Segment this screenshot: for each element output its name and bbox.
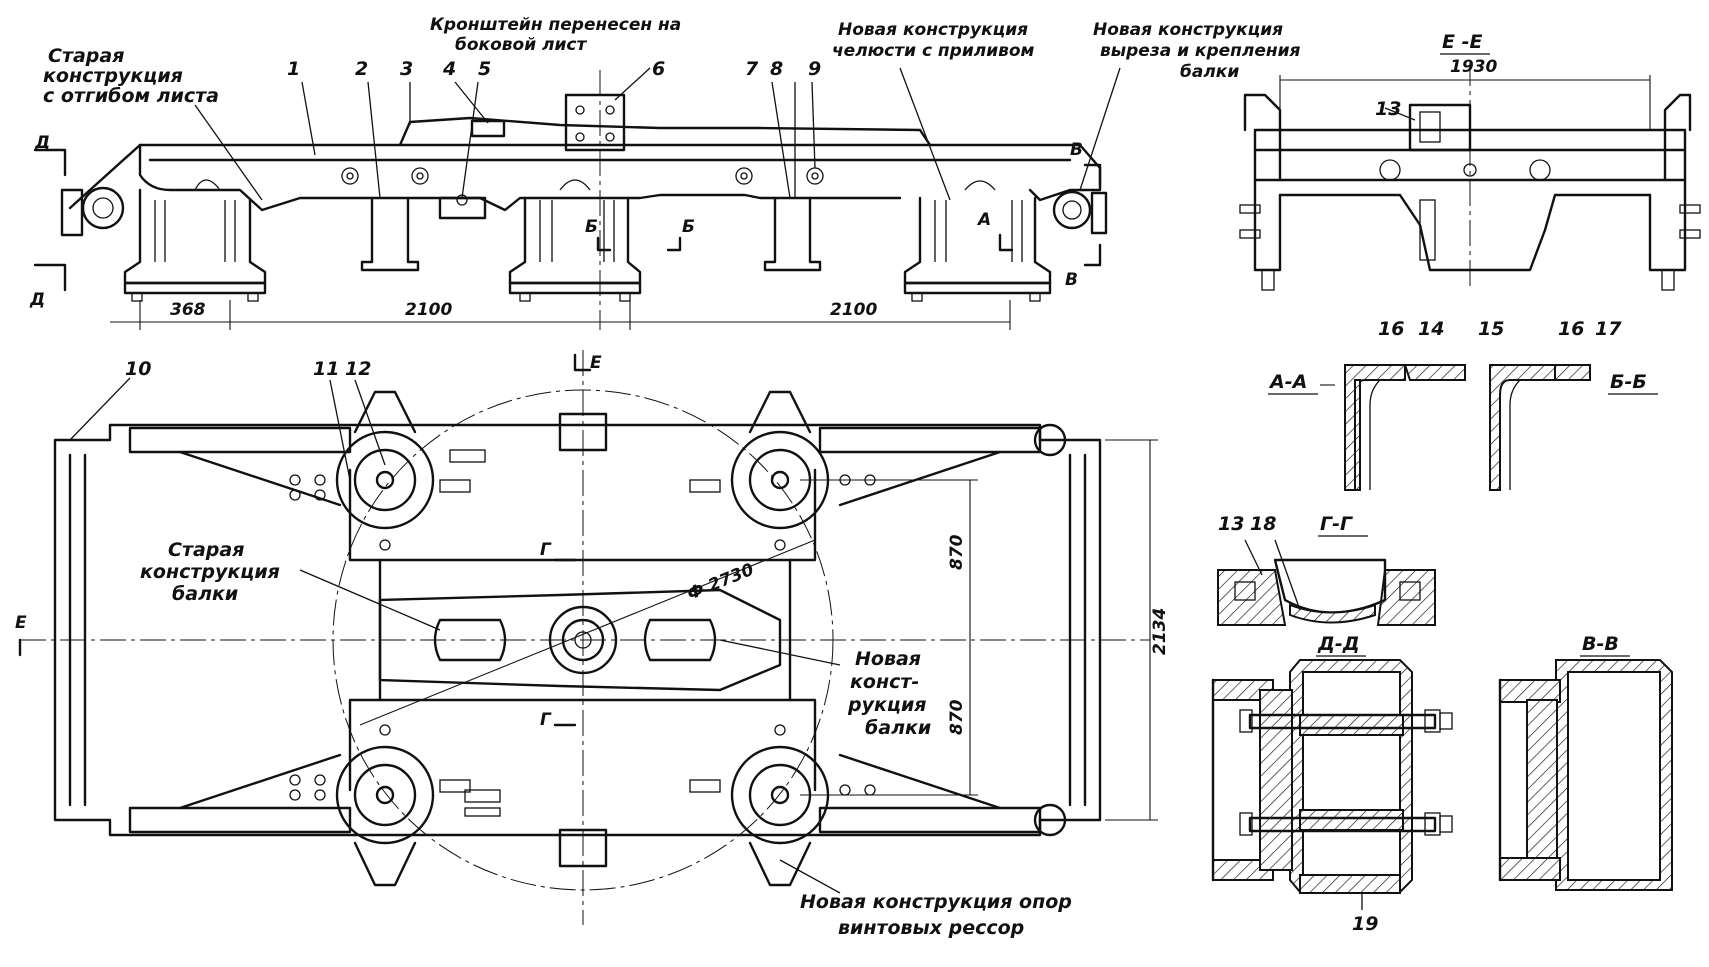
callout-16b: 16 [1558, 318, 1584, 340]
callout-9: 9 [808, 58, 821, 80]
label-new-beam-4: балки [865, 717, 931, 739]
label-cutout-3: балки [1180, 62, 1239, 82]
callout-13: 13 [1375, 98, 1401, 120]
cut-e-left: Е [15, 613, 27, 633]
cut-b-left: Б [585, 217, 598, 237]
label-old-sheet-3: с отгибом листа [43, 85, 219, 107]
callout-2: 2 [355, 58, 368, 80]
cut-v-bottom: В [1065, 270, 1078, 290]
label-cutout-1: Новая конструкция [1093, 20, 1283, 40]
cut-b-right: Б [682, 217, 695, 237]
label-jaw-2: челюсти с приливом [832, 41, 1035, 61]
callout-14: 14 [1418, 318, 1444, 340]
cut-d-top: Д [34, 133, 50, 153]
callout-18: 18 [1250, 513, 1276, 535]
section-gg [1217, 539, 1436, 626]
cut-v-top: В [1070, 140, 1083, 160]
callout-12: 12 [345, 358, 371, 380]
label-jaw-1: Новая конструкция [838, 20, 1028, 40]
callout-6: 6 [652, 58, 665, 80]
cut-a: А [976, 210, 991, 230]
callout-7: 7 [745, 58, 759, 80]
section-title-vv: В-В [1582, 633, 1619, 655]
section-title-gg: Г-Г [1320, 513, 1353, 535]
label-bracket-2: боковой лист [455, 35, 587, 55]
callout-3: 3 [400, 58, 413, 80]
section-ee [1239, 60, 1701, 291]
label-cutout-2: выреза и крепления [1100, 41, 1301, 61]
dim-1930: 1930 [1450, 57, 1497, 77]
cut-g-top: Г [540, 540, 552, 560]
section-title-dd: Д-Д [1317, 633, 1360, 655]
plan-view [18, 350, 1158, 925]
label-new-beam-1: Новая [855, 648, 921, 670]
section-vv [1498, 659, 1673, 891]
label-new-beam-2: конст- [850, 671, 919, 693]
callout-19: 19 [1352, 913, 1378, 935]
callout-5: 5 [478, 58, 491, 80]
section-bb [1489, 364, 1591, 491]
label-old-sheet-2: конструкция [43, 65, 183, 87]
callout-15: 15 [1478, 318, 1504, 340]
dim-2134: 2134 [1150, 608, 1170, 655]
side-view [33, 67, 1121, 330]
callout-4: 4 [442, 58, 456, 80]
callout-17: 17 [1595, 318, 1622, 340]
label-old-beam-3: балки [172, 583, 238, 605]
section-dd [1211, 659, 1453, 910]
section-title-ee: Е -Е [1442, 31, 1482, 53]
dim-diameter: Ф 2730 [684, 560, 757, 605]
dim-2100-left: 2100 [405, 300, 452, 320]
label-new-beam-3: рукция [847, 694, 926, 716]
section-aa [1320, 364, 1466, 491]
cut-e-top: Е [590, 353, 602, 373]
callout-11: 11 [313, 358, 339, 380]
annotations: Старая конструкция с отгибом листа Кронш… [15, 15, 1658, 939]
cut-d-bottom: Д [29, 290, 45, 310]
section-title-aa: А-А [1268, 371, 1307, 393]
label-bracket-1: Кронштейн перенесен на [430, 15, 681, 35]
label-spring-2: винтовых рессор [838, 917, 1024, 939]
label-spring-1: Новая конструкция опор [800, 891, 1072, 913]
label-old-beam-1: Старая [168, 539, 244, 561]
dim-870-bottom: 870 [947, 699, 967, 735]
section-title-bb: Б-Б [1610, 371, 1647, 393]
callout-16a: 16 [1378, 318, 1404, 340]
callout-1: 1 [287, 58, 300, 80]
label-old-beam-2: конструкция [140, 561, 280, 583]
dim-870-top: 870 [947, 534, 967, 570]
callout-8: 8 [770, 58, 783, 80]
callout-10: 10 [125, 358, 151, 380]
cut-g-bottom: Г [540, 710, 552, 730]
callout-13b: 13 [1218, 513, 1244, 535]
dim-2100-right: 2100 [830, 300, 877, 320]
dim-368: 368 [170, 300, 206, 320]
label-old-sheet-1: Старая [48, 45, 124, 67]
